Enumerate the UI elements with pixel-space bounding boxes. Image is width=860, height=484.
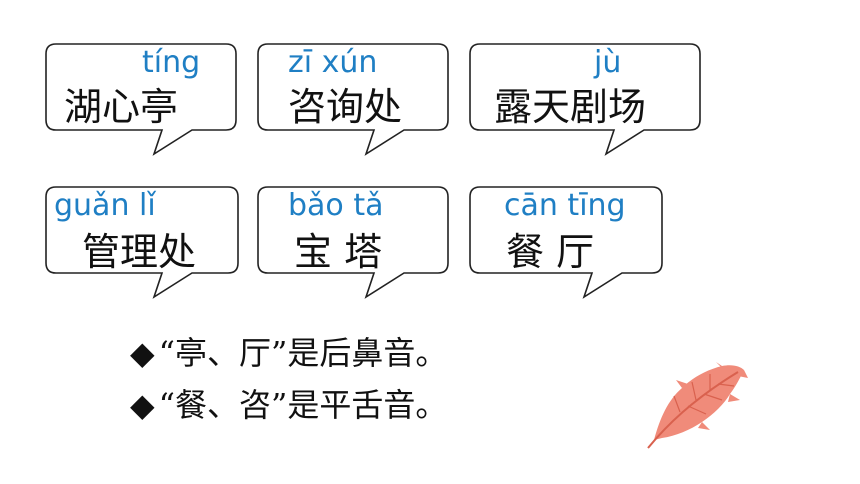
speech-bubble-hu-xin-ting: tíng 湖心亭 [42, 42, 238, 158]
pinyin-label: bǎo tǎ [288, 188, 384, 223]
speech-bubble-lu-tian-ju-chang: jù 露天剧场 [466, 42, 704, 158]
maple-leaf-icon [647, 362, 748, 449]
speech-bubble-shape [469, 43, 701, 156]
diamond-bullet-icon: ◆ [130, 334, 155, 372]
speech-bubble-shape [257, 186, 449, 299]
hanzi-label: 咨询处 [288, 85, 403, 129]
pinyin-label: tíng [142, 45, 201, 80]
speech-bubble-shape [469, 186, 663, 299]
pinyin-label: guǎn lǐ [54, 188, 156, 223]
hanzi-label: 湖心亭 [64, 85, 179, 129]
diamond-bullet-icon: ◆ [130, 386, 155, 424]
speech-bubble-bao-ta: bǎo tǎ 宝 塔 [254, 185, 450, 301]
speech-bubble-shape [257, 43, 449, 156]
hanzi-label: 餐 厅 [506, 230, 595, 274]
note-text: “餐、咨”是平舌音。 [158, 386, 448, 424]
note-text: “亭、厅”是后鼻音。 [158, 334, 448, 372]
pinyin-label: cān tīng [504, 188, 626, 223]
speech-bubble-zi-xun-chu: zī xún 咨询处 [254, 42, 450, 158]
speech-bubble-shape [45, 43, 237, 156]
hanzi-label: 露天剧场 [494, 85, 647, 129]
note-line-2: ◆“餐、咨”是平舌音。 [130, 389, 447, 421]
speech-bubble-can-ting: cān tīng 餐 厅 [466, 185, 666, 301]
pinyin-label: zī xún [288, 45, 378, 80]
note-line-1: ◆“亭、厅”是后鼻音。 [130, 337, 447, 369]
hanzi-label: 宝 塔 [294, 230, 383, 274]
speech-bubble-shape [45, 186, 239, 299]
speech-bubble-guan-li-chu: guǎn lǐ 管理处 [42, 185, 242, 301]
pinyin-label: jù [594, 45, 622, 80]
hanzi-label: 管理处 [82, 230, 197, 274]
